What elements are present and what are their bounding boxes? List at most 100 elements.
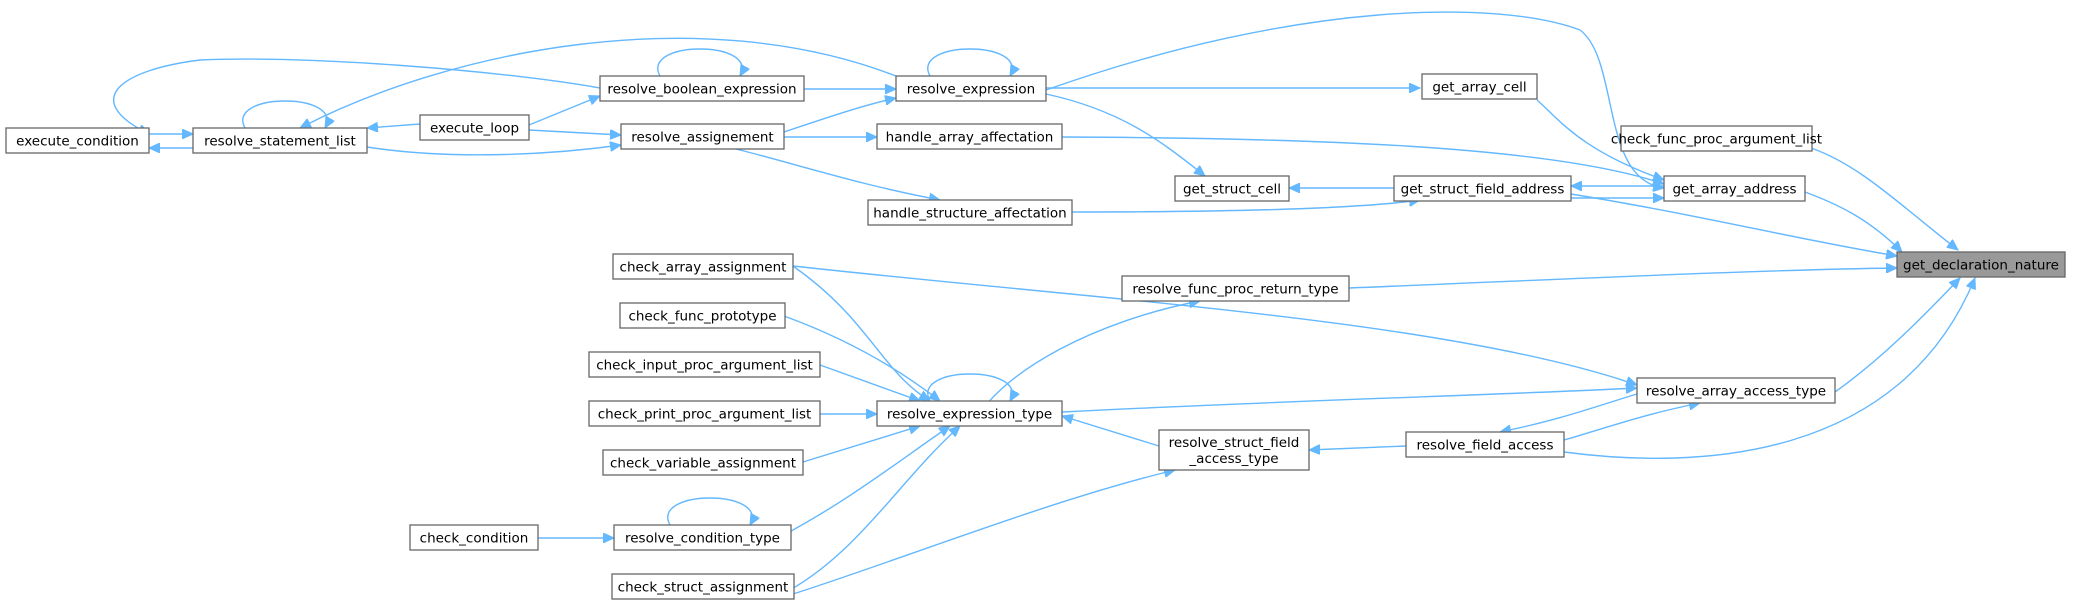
node-execute-condition[interactable]: execute_condition (5, 127, 150, 154)
node-label: resolve_boolean_expression (607, 82, 796, 98)
node-check-func-proc-argument-list[interactable]: check_func_proc_argument_list (1611, 125, 1822, 152)
node-label: get_array_cell (1432, 80, 1526, 96)
node-check-print-proc-argument-list[interactable]: check_print_proc_argument_list (588, 400, 821, 427)
node-box (611, 573, 795, 600)
call-edge-0 (1810, 147, 1958, 250)
node-box (1663, 175, 1806, 202)
node-get-array-cell[interactable]: get_array_cell (1421, 73, 1538, 100)
call-edge-38 (802, 426, 920, 463)
node-handle-structure-affectation[interactable]: handle_structure_affectation (867, 199, 1073, 226)
node-label: resolve_array_access_type (1646, 384, 1826, 400)
node-get-array-address[interactable]: get_array_address (1663, 175, 1806, 202)
node-box (1393, 175, 1572, 202)
node-label: resolve_struct_field (1169, 435, 1300, 451)
node-box (5, 127, 150, 154)
call-edge-18 (735, 148, 940, 200)
node-box (867, 199, 1073, 226)
node-resolve-array-access-type[interactable]: resolve_array_access_type (1636, 377, 1836, 404)
call-edge-44 (927, 48, 1013, 76)
node-check-input-proc-argument-list[interactable]: check_input_proc_argument_list (588, 351, 821, 378)
node-box (1636, 377, 1836, 404)
node-box (1174, 175, 1290, 202)
node-label: resolve_assignement (631, 130, 773, 146)
node-check-func-prototype[interactable]: check_func_prototype (619, 302, 786, 329)
call-edge-20 (528, 129, 621, 135)
call-edge-5 (1563, 278, 1975, 460)
node-resolve-field-access[interactable]: resolve_field_access (1405, 431, 1565, 458)
call-edge-9 (1061, 136, 1664, 184)
call-edge-32 (1309, 446, 1407, 450)
node-label: execute_condition (16, 134, 139, 150)
call-edge-30 (1500, 393, 1638, 432)
node-label: check_array_assignment (620, 260, 787, 276)
node-check-struct-assignment[interactable]: check_struct_assignment (611, 573, 795, 600)
node-box (876, 400, 1063, 427)
node-label: _access_type (1188, 451, 1278, 467)
node-box (1121, 275, 1350, 302)
node-check-array-assignment[interactable]: check_array_assignment (612, 253, 794, 280)
node-label: check_input_proc_argument_list (596, 358, 813, 374)
node-box (613, 524, 792, 551)
edges-layer (113, 11, 1975, 595)
node-box (895, 75, 1047, 102)
node-label: handle_array_affectation (886, 130, 1054, 146)
node-label: execute_loop (430, 121, 519, 137)
node-label: check_variable_assignment (610, 456, 796, 472)
call-edge-2 (1570, 193, 1897, 256)
node-get-declaration-nature[interactable]: get_declaration_nature (1896, 251, 2066, 278)
node-resolve-statement-list[interactable]: resolve_statement_list (192, 127, 368, 154)
call-edge-19 (528, 96, 600, 126)
node-resolve-struct-field-access-type[interactable]: resolve_struct_field_access_type (1158, 429, 1310, 471)
node-resolve-boolean-expression[interactable]: resolve_boolean_expression (599, 75, 805, 102)
call-edge-34 (792, 470, 1175, 595)
call-edge-47 (667, 497, 753, 525)
node-get-struct-field-address[interactable]: get_struct_field_address (1393, 175, 1572, 202)
call-edge-23 (113, 58, 601, 135)
node-box (419, 114, 530, 141)
call-edge-3 (1348, 268, 1897, 289)
node-box (1421, 73, 1538, 100)
call-edge-39 (779, 426, 950, 538)
node-box (588, 351, 821, 378)
node-box (192, 127, 368, 154)
node-label: resolve_func_proc_return_type (1132, 282, 1338, 298)
call-edge-4 (1834, 278, 1960, 393)
node-box (876, 123, 1063, 150)
node-box (602, 449, 804, 476)
node-resolve-assignement[interactable]: resolve_assignement (620, 123, 785, 150)
node-label: check_func_proc_argument_list (1611, 132, 1822, 148)
node-label: check_condition (420, 531, 529, 547)
node-box (409, 524, 539, 551)
node-label: check_print_proc_argument_list (598, 407, 812, 423)
node-handle-array-affectation[interactable]: handle_array_affectation (876, 123, 1063, 150)
node-get-struct-cell[interactable]: get_struct_cell (1174, 175, 1290, 202)
call-edge-36 (819, 364, 920, 401)
node-label: resolve_statement_list (204, 134, 356, 150)
node-check-variable-assignment[interactable]: check_variable_assignment (602, 449, 804, 476)
node-label: get_struct_cell (1183, 182, 1281, 198)
node-box (588, 400, 821, 427)
node-label: check_func_prototype (628, 309, 776, 325)
node-resolve-expression-type[interactable]: resolve_expression_type (876, 400, 1063, 427)
node-resolve-condition-type[interactable]: resolve_condition_type (613, 524, 792, 551)
call-edge-1 (1804, 191, 1902, 252)
node-box (1896, 251, 2066, 278)
node-resolve-expression[interactable]: resolve_expression (895, 75, 1047, 102)
call-edge-22 (367, 124, 421, 128)
call-edge-28 (792, 265, 1637, 385)
call-edge-21 (366, 145, 621, 156)
node-label: get_declaration_nature (1903, 258, 2059, 274)
call-edge-46 (927, 373, 1013, 401)
node-label: get_array_address (1672, 182, 1796, 198)
node-label: handle_structure_affectation (873, 206, 1067, 222)
node-resolve-func-proc-return-type[interactable]: resolve_func_proc_return_type (1121, 275, 1350, 302)
node-label: resolve_expression (907, 82, 1035, 98)
call-edge-31 (1563, 403, 1700, 441)
node-label: get_struct_field_address (1401, 182, 1565, 198)
node-label: check_struct_assignment (618, 580, 789, 596)
node-check-condition[interactable]: check_condition (409, 524, 539, 551)
node-execute-loop[interactable]: execute_loop (419, 114, 530, 141)
node-box (1620, 125, 1813, 152)
call-edge-8 (1536, 99, 1664, 180)
